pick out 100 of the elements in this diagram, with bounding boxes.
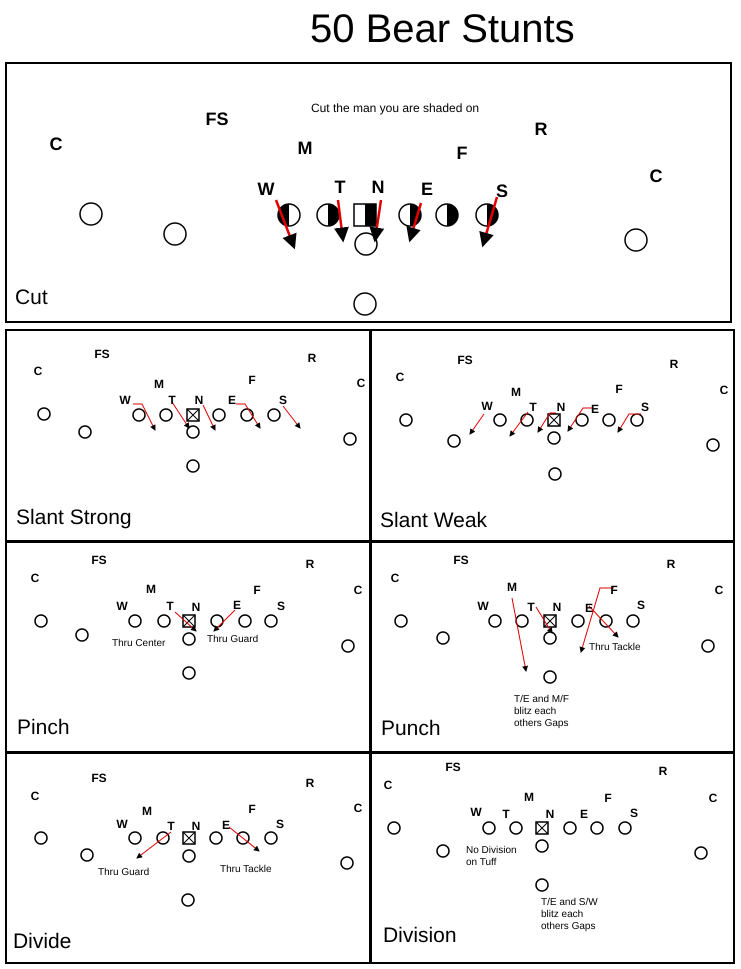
position-letter: C [354,801,362,815]
play-panel [370,329,735,542]
position-letter: R [670,357,678,371]
coaching-note: No Division on Tuff [466,845,518,869]
coaching-note: Thru Guard [207,634,258,646]
position-letter: FS [206,109,228,129]
position-letter: N [194,393,204,407]
position-letter: R [306,557,314,571]
play-name: Slant Weak [380,509,487,533]
position-letter: C [650,166,662,186]
position-letter: R [666,557,676,571]
position-letter: C [390,571,400,585]
position-letter: M [146,582,156,596]
position-letter: E [591,402,599,416]
coaching-note: T/E and M/F blitz each others Gaps [514,694,570,730]
position-letter: N [556,400,566,414]
position-letter: F [248,373,256,387]
position-letter: W [116,817,128,831]
play-name: Divide [13,930,72,954]
position-letter: C [396,370,404,384]
position-letter: T [167,819,175,833]
position-letter: S [276,817,284,831]
position-letter: E [233,598,241,612]
coaching-note: Thru Guard [98,867,150,879]
position-letter: E [228,393,236,407]
play-panel [5,62,732,323]
position-letter: C [30,789,40,803]
position-letter: M [154,377,164,391]
position-letter: C [34,364,42,378]
position-letter: E [421,179,433,199]
diagram-title: 50 Bear Stunts [310,6,575,52]
play-name: Pinch [17,716,70,740]
coaching-note: Cut the man you are shaded on [310,101,480,115]
play-panel [5,541,371,753]
position-letter: F [253,583,261,597]
play-name: Punch [381,717,441,741]
position-letter: FS [91,553,107,567]
position-letter: C [354,583,362,597]
position-letter: S [277,599,285,613]
position-letter: N [192,600,200,614]
position-letter: T [166,599,174,613]
position-letter: T [168,393,176,407]
position-letter: E [222,818,230,832]
position-letter: M [298,138,312,158]
position-letter: C [384,778,392,792]
position-letter: C [30,571,40,585]
position-letter: N [552,600,562,614]
position-letter: R [306,776,314,790]
position-letter: W [470,805,482,819]
position-letter: T [529,400,537,414]
position-letter: R [658,764,668,778]
play-panel [5,752,371,964]
position-letter: W [116,599,128,613]
position-letter: S [630,806,638,820]
play-panel [370,541,735,753]
play-name: Cut [15,286,48,310]
position-letter: T [334,177,346,197]
position-letter: FS [453,553,469,567]
position-letter: C [356,376,366,390]
position-letter: S [279,393,287,407]
position-letter: W [477,599,489,613]
position-letter: R [534,119,548,139]
position-letter: C [708,791,718,805]
play-panel [370,752,735,964]
position-letter: FS [94,347,110,361]
position-letter: N [192,819,200,833]
position-letter: W [119,393,131,407]
play-name: Slant Strong [16,506,132,530]
coaching-note: Thru Center [112,638,166,650]
position-letter: F [456,143,468,163]
position-letter: M [511,385,521,399]
position-letter: S [496,181,508,201]
position-letter: F [604,791,612,805]
coaching-note: Thru Tackle [220,864,272,876]
position-letter: F [610,583,618,597]
coaching-note: Thru Tackle [589,642,641,654]
coaching-note: T/E and S/W blitz each others Gaps [541,897,599,933]
position-letter: W [258,179,274,199]
position-letter: R [308,351,316,365]
position-letter: T [527,600,535,614]
position-letter: W [481,399,493,413]
position-letter: F [615,382,623,396]
position-letter: S [637,598,645,612]
position-letter: T [502,807,510,821]
play-name: Division [383,924,457,948]
position-letter: FS [457,353,473,367]
position-letter: M [142,804,152,818]
position-letter: FS [91,771,107,785]
position-letter: C [720,383,728,397]
position-letter: F [248,802,256,816]
position-letter: FS [445,760,461,774]
position-letter: N [372,177,384,197]
position-letter: E [585,601,593,615]
position-letter: S [641,400,649,414]
position-letter: E [580,807,588,821]
position-letter: N [546,807,554,821]
position-letter: C [50,134,62,154]
position-letter: M [524,790,534,804]
play-panel [5,329,371,542]
position-letter: C [714,583,724,597]
